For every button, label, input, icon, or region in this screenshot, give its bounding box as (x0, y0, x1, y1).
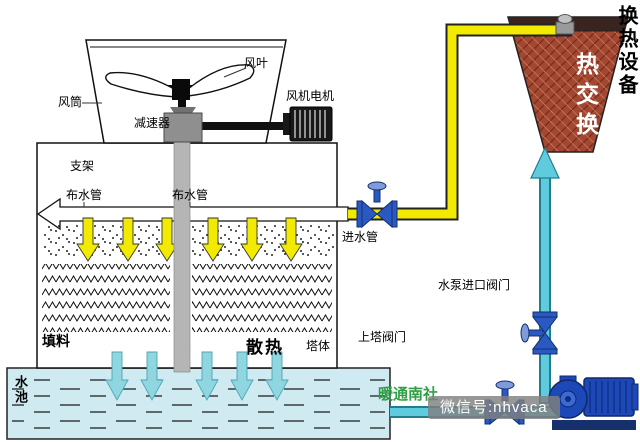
gear-reducer-body (163, 112, 203, 143)
label-support-bracket: 支架 (70, 159, 95, 173)
label-water-basin: 水池 (12, 375, 28, 405)
label-water-inlet-pipe: 进水管 (342, 230, 379, 244)
label-fill-material: 填料 (42, 333, 70, 349)
label-fan-motor: 风机电机 (286, 89, 335, 103)
fan-assembly (105, 64, 333, 143)
watermark-wechat: 微信号:nhvaca (428, 396, 560, 420)
water-basin (6, 367, 391, 440)
water-pump (548, 375, 639, 430)
motor-coupling-shaft (200, 122, 292, 130)
tower-supply-valve-icon (520, 311, 558, 355)
hot-water-spray-arrows (76, 217, 303, 262)
fan-blade-right (187, 64, 255, 97)
heat-exchanger (507, 16, 629, 153)
watermark-brand: 暖通南社 (378, 386, 439, 403)
label-heat-exchange-equipment: 换热设备 (615, 5, 637, 97)
drive-shaft (173, 140, 191, 373)
label-water-distribution-pipe-left: 布水管 (66, 188, 103, 202)
fan-motor-body (289, 106, 333, 142)
label-fan-blade: 风叶 (244, 56, 269, 70)
leader-lines (82, 67, 247, 207)
inlet-pipe-valve-icon (356, 181, 398, 229)
label-tower-supply-valve: 上塔阀门 (358, 330, 407, 344)
label-heat-dissipation: 散热 (246, 338, 284, 357)
hot-water-pipe (348, 23, 572, 221)
riser-pipe (530, 146, 566, 404)
label-tower-body: 塔体 (306, 339, 331, 353)
label-gear-reducer: 减速器 (134, 116, 171, 130)
label-water-distribution-pipe-right: 布水管 (172, 188, 209, 202)
fan-hub (172, 79, 190, 100)
fill-material-zigzag (42, 264, 332, 332)
label-fan-duct: 风筒 (58, 95, 83, 109)
cold-water-fall-arrows (105, 351, 289, 401)
label-heat-exchange: 热交换 (572, 52, 599, 142)
riser-flow-arrow (530, 146, 560, 179)
fan-blade-left (105, 71, 177, 98)
exchanger-top-fitting-icon (555, 14, 575, 35)
label-pump-inlet-valve: 水泵进口阀门 (438, 278, 511, 292)
